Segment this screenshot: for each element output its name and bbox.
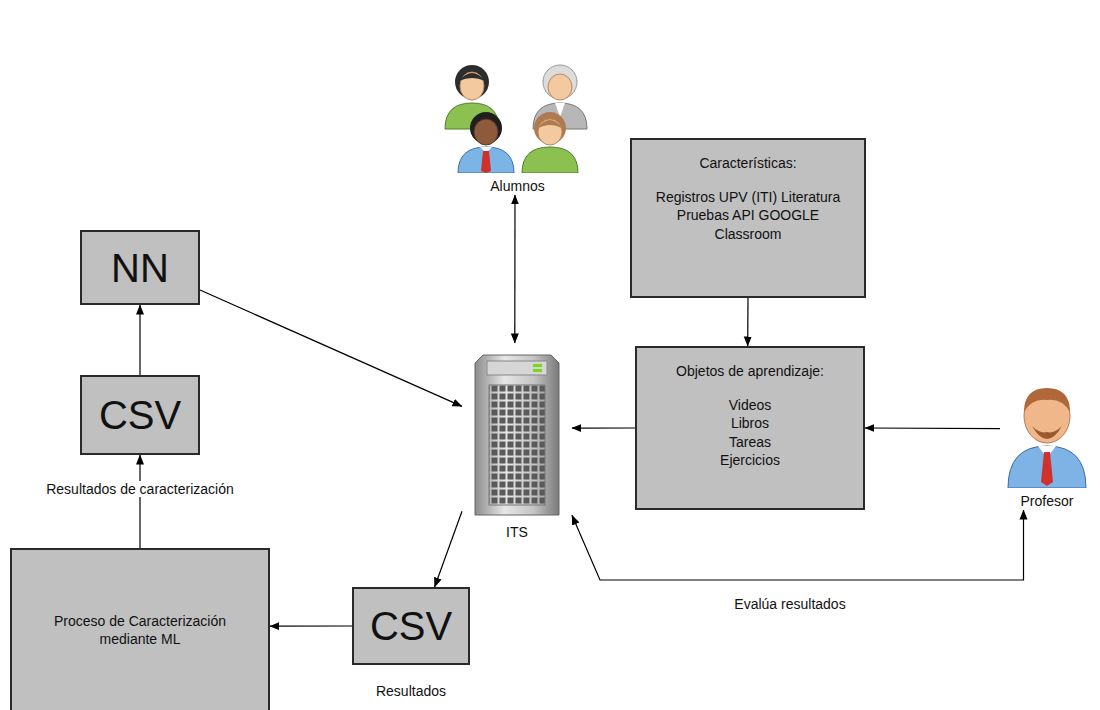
box-body: Registros UPV (ITI) Literatura Pruebas A… [653, 188, 843, 243]
nn-box: NN [80, 230, 200, 305]
box-content: CSV [90, 393, 190, 437]
box-content: NN [90, 246, 190, 290]
connector-arrow [435, 511, 462, 587]
box-body: Videos Libros Tareas Ejercicios [720, 396, 780, 469]
edge-label: Evalúa resultados [731, 596, 848, 612]
box-heading: Proceso de Caracterización mediante ML [32, 612, 248, 648]
box-heading: CSV [370, 604, 452, 648]
actor-label: ITS [506, 523, 528, 541]
box-heading: Objetos de aprendizaje: [676, 362, 824, 380]
connector-arrow [572, 427, 635, 428]
connector-arrow [139, 455, 140, 548]
box-content: Objetos de aprendizaje: Videos Libros Tar… [645, 362, 855, 469]
actor-label: Alumnos [490, 177, 544, 195]
csv-box: CSVResultados [352, 587, 470, 665]
connector-arrow [514, 195, 515, 343]
students-icon [440, 57, 595, 173]
its-server: ITS [462, 343, 572, 541]
server-icon [467, 353, 567, 519]
process-box: Proceso de Caracterización mediante ML [10, 548, 270, 710]
box-heading: NN [111, 246, 169, 290]
box-heading: CSV [99, 393, 181, 437]
students-actor: Alumnos [440, 55, 595, 195]
box-content: Proceso de Caracterización mediante ML [32, 612, 248, 648]
connector-arrow [865, 427, 1000, 429]
connector-arrow [572, 510, 1024, 580]
box-content: Características: Registros UPV (ITI) Lite… [640, 154, 856, 243]
features-box: Características: Registros UPV (ITI) Lite… [630, 138, 866, 298]
teacher-actor: Profesor [1000, 372, 1094, 510]
box-caption: Resultados de caracterización [43, 481, 237, 497]
connector-arrow [139, 305, 140, 375]
csv-box: CSVResultados de caracterización [80, 375, 200, 455]
connector-arrow [270, 625, 352, 626]
teacher-icon [1002, 382, 1092, 488]
actor-label: Profesor [1021, 492, 1074, 510]
box-heading: Características: [699, 154, 796, 172]
box-content: CSV [362, 604, 460, 648]
connector-arrow [200, 290, 462, 406]
connector-arrow [747, 298, 748, 346]
box-caption: Resultados [373, 683, 449, 699]
learning-objects-box: Objetos de aprendizaje: Videos Libros Tar… [635, 346, 865, 510]
